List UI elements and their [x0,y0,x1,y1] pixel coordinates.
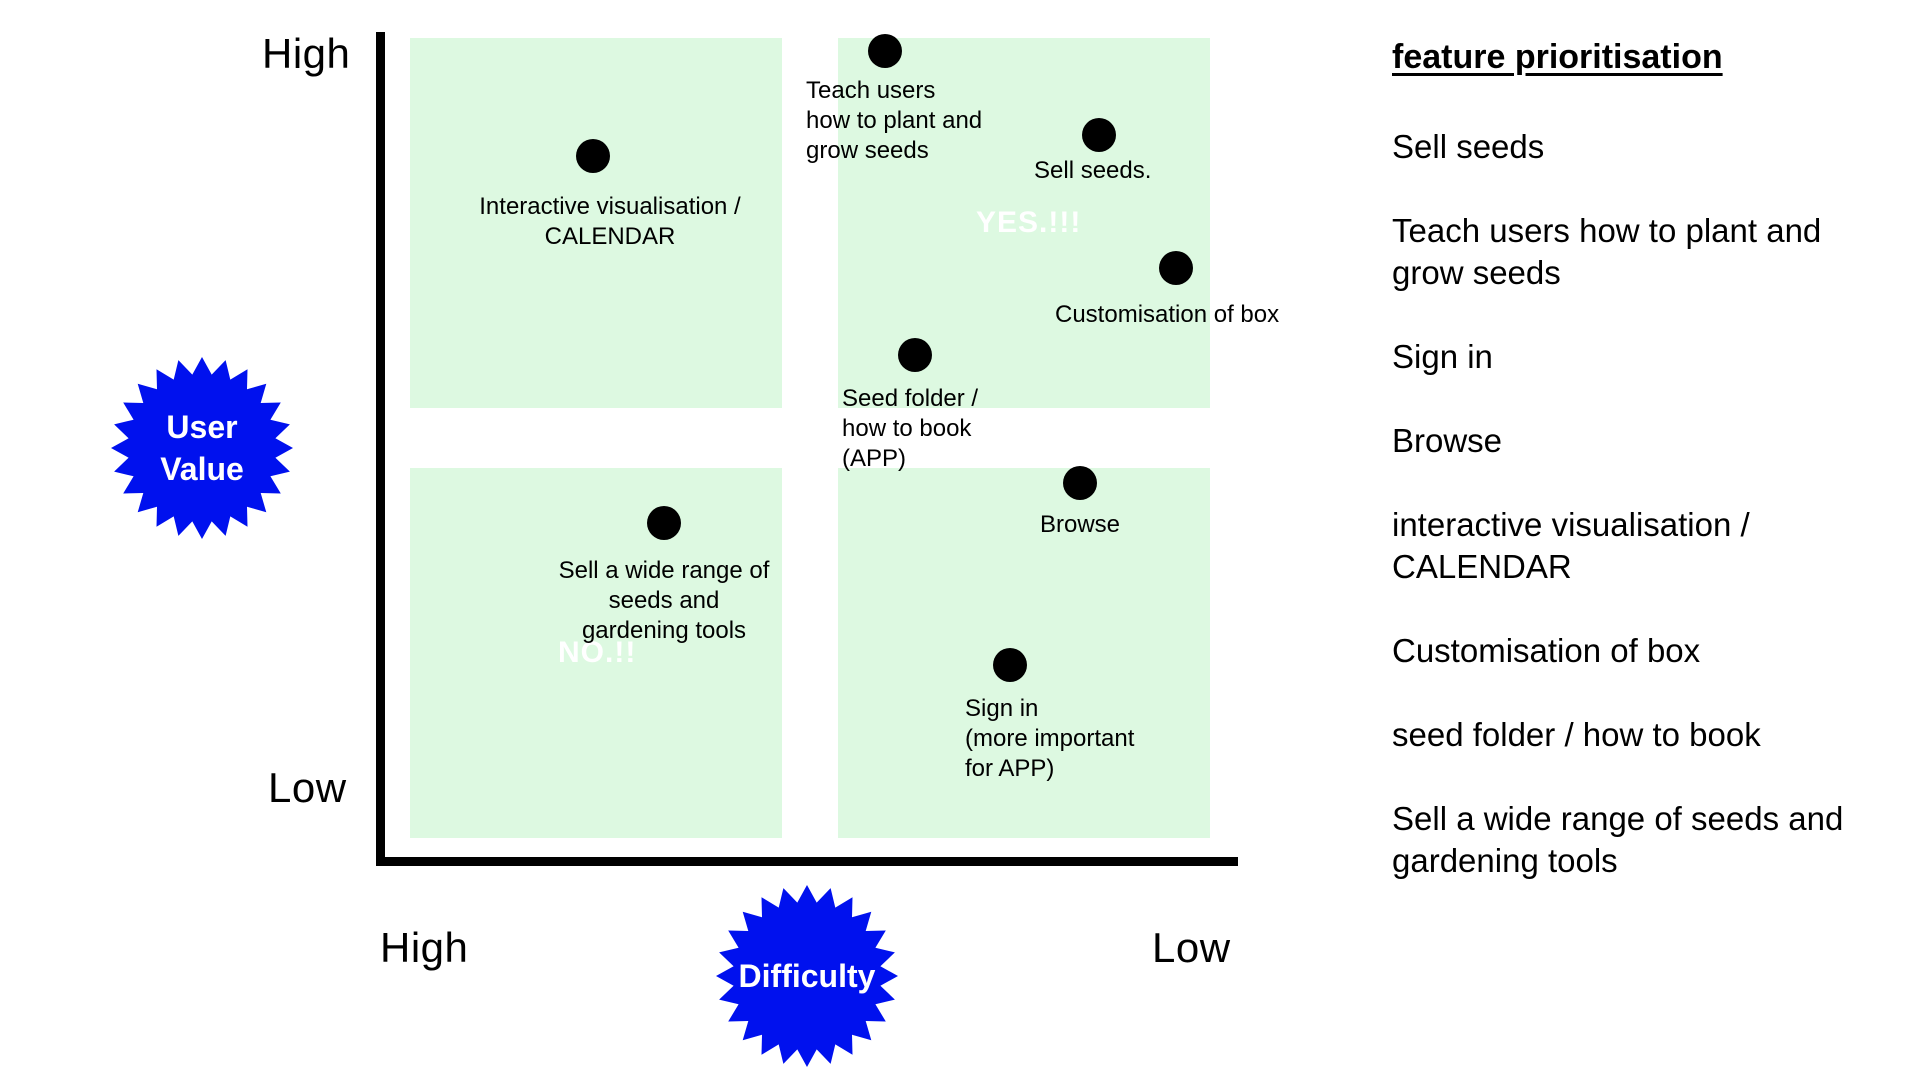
verdict-no: NO.!! [558,636,637,669]
point-wide-range-dot [647,506,681,540]
point-customisation-dot [1159,251,1193,285]
user-value-badge: User Value [110,356,294,540]
point-sign-in-dot [993,648,1027,682]
x-axis-high-label: High [380,924,469,971]
point-sign-in-label: Sign in (more important for APP) [965,695,1135,782]
feature-list-item: Customisation of box [1392,632,1701,669]
x-axis-line [376,857,1238,866]
y-axis-line [376,32,385,866]
difficulty-badge-label: Difficulty [738,958,876,994]
starburst-icon [716,885,898,1067]
feature-list-item: Sign in [1392,338,1493,375]
y-axis-low-label: Low [268,764,347,811]
point-browse-dot [1063,466,1097,500]
starburst-icon [111,357,293,539]
point-customisation-label: Customisation of box [1055,301,1280,328]
feature-list-item: seed folder / how to book [1392,716,1761,753]
difficulty-badge: Difficulty [715,884,899,1068]
y-axis-high-label: High [262,30,351,77]
point-seed-folder-label: Seed folder / how to book (APP) [842,385,979,472]
feature-list: Sell seeds Teach users how to plant and … [1392,126,1892,924]
feature-list-item: Browse [1392,422,1503,459]
starburst-shape [111,357,293,539]
point-interactive-label: Interactive visualisation / CALENDAR [479,193,741,250]
feature-list-item: Sell a wide range of seeds and gardening… [1392,800,1844,879]
point-wide-range-label: Sell a wide range of seeds and gardening… [558,557,770,644]
point-teach-dot [868,34,902,68]
x-axis-low-label: Low [1152,924,1231,971]
feature-list-item: Sell seeds [1392,128,1545,165]
quadrant-bottom-left [410,468,782,838]
user-value-badge-label: User Value [160,409,244,487]
verdict-yes: YES.!!! [976,206,1082,239]
point-sell-seeds-dot [1082,118,1116,152]
feature-list-item: Teach users how to plant and grow seeds [1392,212,1822,291]
quadrant-top-left [410,38,782,408]
quadrant-bottom-right [838,468,1210,838]
feature-list-item: interactive visualisation / CALENDAR [1392,506,1750,585]
point-seed-folder-dot [898,338,932,372]
point-teach-label: Teach users how to plant and grow seeds [806,77,983,164]
sidebar-title: feature prioritisation [1392,38,1723,76]
point-browse-label: Browse [1039,511,1121,538]
starburst-shape [716,885,898,1067]
point-sell-seeds-label: Sell seeds. [1034,157,1152,184]
point-interactive-dot [576,139,610,173]
